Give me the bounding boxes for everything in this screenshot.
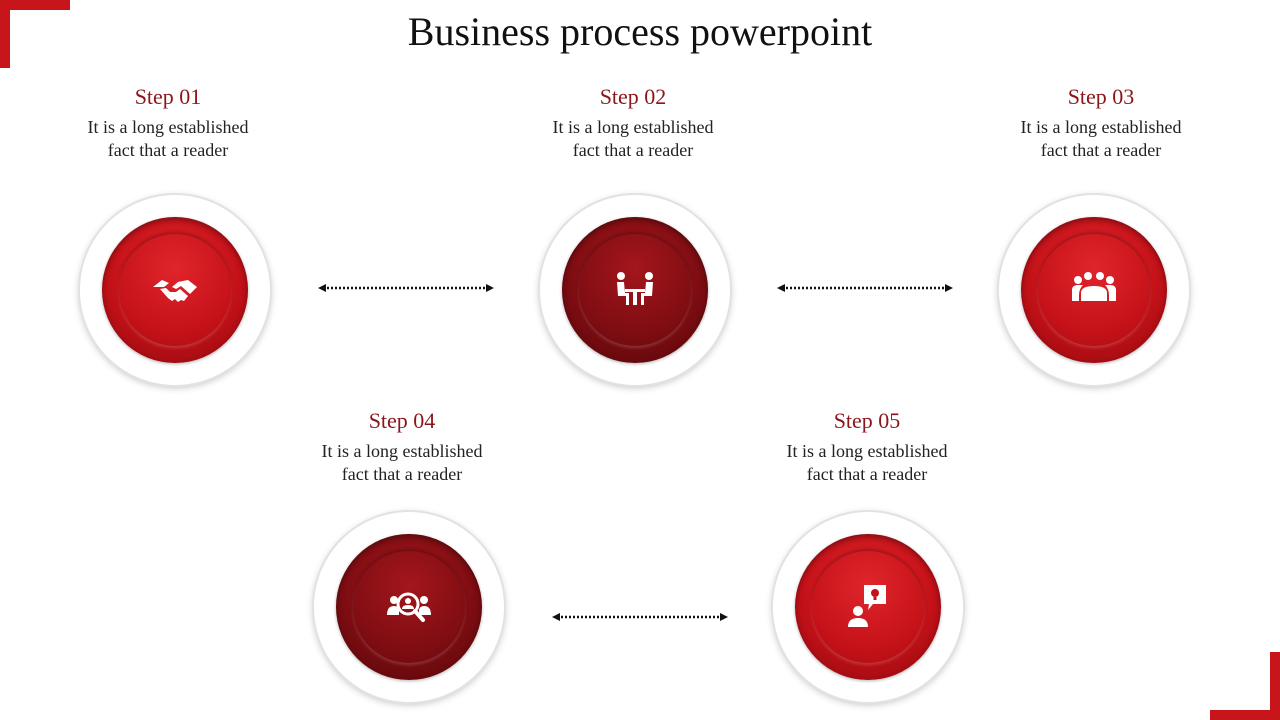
step-1-text: Step 01 It is a long established fact th… bbox=[48, 84, 288, 162]
team-group-icon bbox=[1072, 272, 1116, 301]
step-5-circle bbox=[773, 512, 963, 702]
step-4-description: It is a long established fact that a rea… bbox=[321, 441, 483, 484]
step-1-button bbox=[102, 217, 248, 363]
connector-arrow-4-5 bbox=[552, 613, 728, 621]
connector-arrow-1-2 bbox=[318, 284, 494, 292]
step-2-button bbox=[562, 217, 708, 363]
corner-accent-bottom-right bbox=[1210, 710, 1280, 720]
corner-accent-top-left-vertical bbox=[0, 0, 10, 68]
step-3-text: Step 03 It is a long established fact th… bbox=[981, 84, 1221, 162]
step-1-title: Step 01 bbox=[134, 84, 202, 109]
step-3-button bbox=[1021, 217, 1167, 363]
step-4-circle bbox=[314, 512, 504, 702]
step-2-text: Step 02 It is a long established fact th… bbox=[513, 84, 753, 162]
corner-accent-bottom-right-vertical bbox=[1270, 652, 1280, 720]
step-1-circle bbox=[80, 195, 270, 385]
step-5-description: It is a long established fact that a rea… bbox=[786, 441, 948, 484]
step-5-button bbox=[795, 534, 941, 680]
step-2-description: It is a long established fact that a rea… bbox=[552, 117, 714, 160]
step-5-title: Step 05 bbox=[833, 408, 901, 433]
step-4-button bbox=[336, 534, 482, 680]
connector-arrow-2-3 bbox=[777, 284, 953, 292]
step-2-circle bbox=[540, 195, 730, 385]
step-5-text: Step 05 It is a long established fact th… bbox=[747, 408, 987, 486]
slide-title: Business process powerpoint bbox=[407, 9, 873, 54]
step-1-description: It is a long established fact that a rea… bbox=[87, 117, 249, 160]
step-4-title: Step 04 bbox=[368, 408, 436, 433]
step-3-title: Step 03 bbox=[1067, 84, 1135, 109]
meeting-table-icon bbox=[617, 272, 653, 305]
search-people-icon bbox=[387, 592, 431, 622]
handshake-icon bbox=[153, 280, 197, 302]
step-4-text: Step 04 It is a long established fact th… bbox=[282, 408, 522, 486]
step-3-description: It is a long established fact that a rea… bbox=[1020, 117, 1182, 160]
step-2-title: Step 02 bbox=[599, 84, 667, 109]
person-idea-icon bbox=[848, 585, 886, 627]
step-3-circle bbox=[999, 195, 1189, 385]
corner-accent-top-left bbox=[0, 0, 70, 10]
